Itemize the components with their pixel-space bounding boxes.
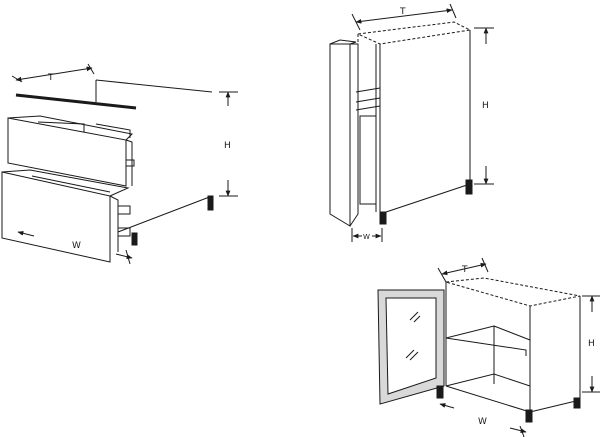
drawer-height-label: H xyxy=(224,141,231,151)
glass-shelf-upper-back xyxy=(493,325,531,341)
lower-drawer-front xyxy=(1,171,111,263)
glass-height-label: H xyxy=(588,339,595,349)
drawer-depth-label: T xyxy=(47,73,54,83)
glass-t-ext-left xyxy=(437,267,447,283)
glass-width-arrow-right xyxy=(509,427,527,434)
t-ext-right xyxy=(87,63,95,75)
lower-drawer-inner xyxy=(31,175,111,193)
carcass-bottom-edge xyxy=(117,195,213,233)
upper-drawer-front xyxy=(7,117,127,187)
top-back-edge xyxy=(95,79,213,93)
pullout-foot-back xyxy=(465,179,473,195)
lower-runner-top xyxy=(117,205,131,215)
glass-shelf-lower xyxy=(445,373,531,387)
pullout-inner-frame xyxy=(359,115,377,205)
upper-drawer-inner-left xyxy=(37,121,85,132)
upper-drawer-side xyxy=(125,139,133,186)
glass-foot-back xyxy=(573,397,581,409)
glass-foot-front xyxy=(525,409,533,423)
glass-bottom-front-edge xyxy=(445,385,531,413)
glass-reflection-bottom xyxy=(405,349,419,361)
pullout-foot-front xyxy=(379,211,387,225)
glass-foot-left xyxy=(436,385,444,399)
glass-w-ext-right xyxy=(519,425,525,437)
glass-shelf-upper xyxy=(445,337,527,356)
foot-front xyxy=(131,232,138,246)
glass-width-arrow-left xyxy=(439,403,455,409)
pullout-front-top xyxy=(329,39,357,45)
pullout-depth-label: T xyxy=(399,7,406,17)
glass-depth-label: T xyxy=(461,265,468,275)
glass-width-label: W xyxy=(478,417,487,427)
pullout-top-face xyxy=(356,21,472,45)
glass-bottom-side-edge xyxy=(529,399,581,413)
upper-runner xyxy=(125,159,135,167)
glass-door-panel xyxy=(385,297,437,395)
upper-drawer-inner-right xyxy=(95,123,131,138)
width-arrow-left xyxy=(17,230,35,237)
glass-depth-line xyxy=(441,262,487,276)
pullout-t-ext-right xyxy=(449,3,457,19)
depth-dimension-line xyxy=(15,66,93,82)
width-arrow-right xyxy=(115,253,133,260)
pullout-depth-line xyxy=(355,8,453,24)
upper-drawer-top xyxy=(7,115,134,141)
w-ext-right xyxy=(125,249,131,265)
pullout-width-label: W xyxy=(363,233,370,241)
top-rail xyxy=(15,93,137,110)
foot-back xyxy=(207,195,214,211)
lower-drawer-top xyxy=(1,169,130,197)
glass-cabinet-figure xyxy=(377,257,600,437)
lower-drawer-side xyxy=(109,195,119,252)
drawer-width-label: W xyxy=(72,241,81,251)
pullout-body-edge xyxy=(349,43,359,227)
glass-top-face xyxy=(445,277,581,307)
pullout-cabinet-figure xyxy=(329,3,494,242)
pullout-bottom-edge xyxy=(379,183,471,215)
glass-reflection-top xyxy=(409,311,421,323)
pullout-height-label: H xyxy=(482,101,489,111)
drawer-cabinet-figure xyxy=(1,63,238,265)
pullout-front-panel xyxy=(329,43,351,227)
